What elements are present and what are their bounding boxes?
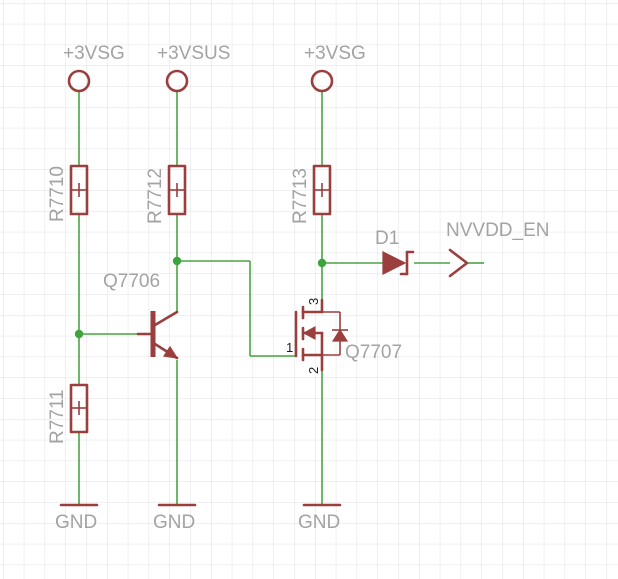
junction-dot (172, 256, 182, 266)
ground-symbol-left[interactable]: GND (55, 503, 99, 533)
power-symbol-right[interactable]: +3VSG (304, 43, 366, 93)
supply-label: +3VSUS (157, 43, 230, 64)
ground-symbol-right[interactable]: GND (298, 503, 342, 533)
pin-number: 1 (286, 340, 293, 355)
resistor-label: R7712 (145, 168, 166, 224)
resistor-r7712[interactable]: R7712 (145, 164, 187, 224)
supply-label: +3VSG (63, 43, 125, 64)
resistor-r7710[interactable]: R7710 (47, 164, 89, 222)
supply-label: +3VSG (304, 43, 366, 64)
mosfet-q7707[interactable]: 1 2 3 Q7707 (286, 298, 402, 374)
ground-label: GND (55, 512, 97, 533)
junction-dot (74, 329, 84, 339)
resistor-label: R7710 (47, 166, 68, 222)
resistor-r7713[interactable]: R7713 (290, 164, 332, 224)
power-symbol-middle[interactable]: +3VSUS (157, 43, 230, 93)
ground-label: GND (298, 512, 340, 533)
resistor-label: R7713 (290, 168, 311, 224)
resistor-label: R7711 (47, 389, 68, 444)
net-label-nvvdd-en[interactable]: NVVDD_EN (446, 220, 549, 278)
pin-number: 3 (306, 298, 321, 305)
power-symbol-left[interactable]: +3VSG (63, 43, 125, 93)
net-label: NVVDD_EN (446, 220, 549, 241)
ground-symbol-middle[interactable]: GND (153, 503, 197, 533)
junction-dot (317, 258, 327, 268)
bjt-transistor-q7706[interactable]: Q7706 (103, 271, 179, 360)
ground-label: GND (153, 512, 195, 533)
diode-label: D1 (375, 228, 399, 249)
transistor-label: Q7707 (345, 342, 402, 363)
transistor-label: Q7706 (103, 271, 160, 292)
resistor-r7711[interactable]: R7711 (47, 383, 89, 444)
diode-d1[interactable]: D1 (375, 228, 415, 276)
pin-number: 2 (306, 367, 321, 374)
